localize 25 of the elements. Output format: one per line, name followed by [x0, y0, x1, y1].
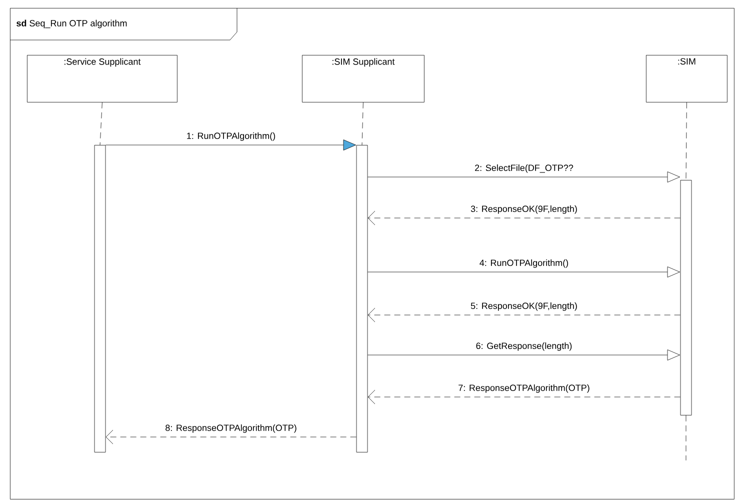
edge-label: 1: RunOTPAlgorithm() — [185, 131, 277, 142]
edge-label: 5: ResponseOK(9F,length) — [470, 301, 578, 312]
message-arrow — [368, 350, 680, 360]
message-arrow — [368, 210, 680, 226]
message-arrow — [368, 172, 680, 182]
activation-bar — [356, 145, 368, 452]
activation-bar — [680, 180, 692, 416]
lifeline — [362, 102, 364, 146]
lifeline — [686, 102, 687, 180]
edge-label: 6: GetResponse(length) — [474, 341, 574, 352]
message-arrow — [368, 390, 680, 404]
message-arrow — [368, 308, 680, 322]
message-arrow — [106, 140, 356, 150]
edge-label: 2: SelectFile(DF_OTP?? — [474, 163, 574, 174]
lifeline-head: :Service Supplicant — [27, 55, 178, 102]
edge-label: 7: ResponseOTPAlgorithm(OTP) — [457, 383, 591, 394]
edge-label: 3: ResponseOK(9F,length) — [470, 204, 578, 215]
edge-label: 8: ResponseOTPAlgorithm(OTP) — [164, 423, 298, 434]
message-arrow — [368, 266, 680, 278]
activation-bar — [94, 145, 106, 452]
message-arrow — [106, 430, 356, 444]
lifeline-head: :SIM Supplicant — [302, 55, 424, 102]
lifeline — [100, 102, 102, 146]
edge-label: 4: RunOTPAlgorithm() — [478, 258, 570, 269]
lifeline-head: :SIM — [646, 55, 728, 102]
